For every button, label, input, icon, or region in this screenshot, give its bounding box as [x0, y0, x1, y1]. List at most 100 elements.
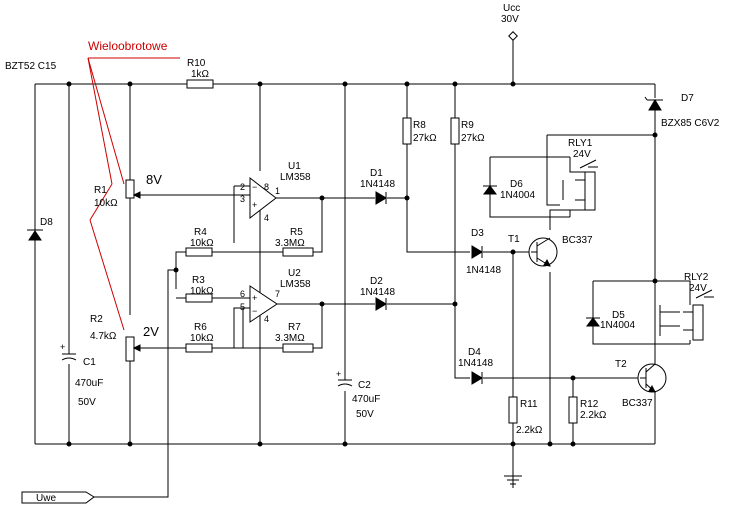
resistor-r8: R8 27kΩ [402, 117, 437, 145]
annotation-multiturn: Wieloobrotowe [87, 39, 180, 331]
svg-text:+: + [60, 342, 65, 352]
u1-part: LM358 [280, 172, 311, 183]
r1-value: 10kΩ [94, 198, 118, 209]
r1-ref: R1 [94, 185, 107, 196]
d7-ref: D7 [681, 93, 694, 104]
supply-terminal: Ucc 30V [501, 3, 520, 41]
d6-part: 1N4004 [500, 190, 535, 201]
diode-d6: D6 1N4004 [483, 179, 535, 201]
opamp-u1: − + U1 LM358 2 3 1 8 4 [240, 161, 311, 223]
r5-ref: R5 [290, 227, 303, 238]
u2-pin-out: 7 [275, 289, 280, 299]
input-label: Uwe [36, 493, 56, 504]
d8-ref: D8 [40, 217, 53, 228]
resistor-r9: R9 27kΩ [450, 117, 485, 145]
diode-d2: D2 1N4148 [360, 276, 395, 311]
c1-voltage: 50V [78, 397, 96, 408]
d5-ref: D5 [612, 310, 625, 321]
pot-r2: R2 4.7kΩ 2V [90, 314, 159, 362]
r10-ref: R10 [187, 58, 206, 69]
d2-part: 1N4148 [360, 287, 395, 298]
zener-d8: BZT52 C15 D8 [5, 61, 57, 241]
u2-ref: U2 [288, 268, 301, 279]
c2-voltage: 50V [356, 409, 374, 420]
svg-text:+: + [252, 200, 257, 210]
capacitor-c2: + C2 470uF 50V [336, 369, 380, 420]
d8-part: BZT52 C15 [5, 61, 57, 72]
u1-ref: U1 [288, 161, 301, 172]
r6-value: 10kΩ [190, 333, 214, 344]
u1-pin-gnd: 4 [264, 213, 269, 223]
capacitor-c1: + C1 470uF 50V [60, 342, 103, 408]
d6-ref: D6 [510, 179, 523, 190]
d7-part: BZX85 C6V2 [661, 118, 720, 129]
d2-ref: D2 [370, 276, 383, 287]
supply-voltage: 30V [501, 14, 519, 25]
resistor-r3: R3 10kΩ [185, 275, 214, 303]
r9-ref: R9 [461, 120, 474, 131]
t2-ref: T2 [615, 359, 627, 370]
diode-d1: D1 1N4148 [360, 168, 395, 205]
r5-value: 3.3MΩ [275, 238, 305, 249]
d1-ref: D1 [370, 168, 383, 179]
t1-ref: T1 [508, 234, 520, 245]
diode-d5: D5 1N4004 [586, 310, 635, 331]
rly2-ref: RLY2 [684, 272, 709, 283]
annotation-text: Wieloobrotowe [88, 39, 168, 53]
svg-text:+: + [252, 293, 257, 303]
r3-ref: R3 [192, 275, 205, 286]
rly2-voltage: 24V [689, 283, 707, 294]
u2-pin-gnd: 4 [264, 314, 269, 324]
c1-ref: C1 [83, 357, 96, 368]
label-2v: 2V [143, 324, 159, 339]
label-8v: 8V [146, 172, 162, 187]
r4-value: 10kΩ [190, 238, 214, 249]
r11-ref: R11 [520, 399, 538, 410]
c2-value: 470uF [352, 394, 380, 405]
r12-ref: R12 [580, 399, 599, 410]
svg-text:+: + [336, 369, 341, 379]
resistor-r6: R6 10kΩ [185, 322, 214, 353]
zener-d7: D7 BZX85 C6V2 [644, 93, 720, 129]
d1-part: 1N4148 [360, 179, 395, 190]
rly1-ref: RLY1 [568, 138, 593, 149]
u2-pin-plus: 6 [240, 289, 245, 299]
r12-value: 2.2kΩ [580, 410, 607, 421]
rly1-voltage: 24V [573, 149, 591, 160]
resistor-r12: R12 2.2kΩ [568, 396, 607, 424]
supply-name: Ucc [503, 3, 520, 14]
u1-pin-plus: 3 [240, 194, 245, 204]
relay-rly2: RLY2 24V [683, 272, 714, 341]
transistor-t1: T1 BC337 [508, 234, 593, 267]
opamp-u2: + − U2 LM358 6 5 7 4 [240, 268, 311, 324]
r2-value: 4.7kΩ [90, 331, 117, 342]
c2-ref: C2 [358, 380, 371, 391]
resistor-r11: R11 2.2kΩ [508, 396, 543, 436]
resistor-r4: R4 10kΩ [185, 227, 214, 257]
relay-rly1: RLY1 24V [562, 138, 598, 211]
input-terminal: Uwe [21, 491, 95, 504]
t1-part: BC337 [562, 235, 593, 246]
junction-dots [66, 81, 658, 447]
u1-pin-vcc: 8 [264, 182, 269, 192]
u2-part: LM358 [280, 279, 311, 290]
u1-pin-out: 1 [275, 186, 280, 196]
resistor-r10: R10 1kΩ [186, 58, 214, 89]
d5-part: 1N4004 [600, 320, 635, 331]
d3-ref: D3 [471, 228, 484, 239]
r6-ref: R6 [194, 322, 207, 333]
u2-pin-minus: 5 [240, 302, 245, 312]
r8-ref: R8 [413, 120, 426, 131]
d3-part: 1N4148 [466, 265, 501, 276]
transistor-t2: T2 BC337 [615, 359, 667, 409]
svg-text:−: − [252, 182, 257, 192]
diode-d4: D4 1N4148 [458, 347, 493, 385]
t2-part: BC337 [622, 398, 653, 409]
d4-ref: D4 [468, 347, 481, 358]
r4-ref: R4 [194, 227, 207, 238]
r3-value: 10kΩ [190, 286, 214, 297]
r7-value: 3.3MΩ [275, 333, 305, 344]
r10-value: 1kΩ [191, 69, 210, 80]
resistor-r7: R7 3.3MΩ [275, 322, 314, 353]
